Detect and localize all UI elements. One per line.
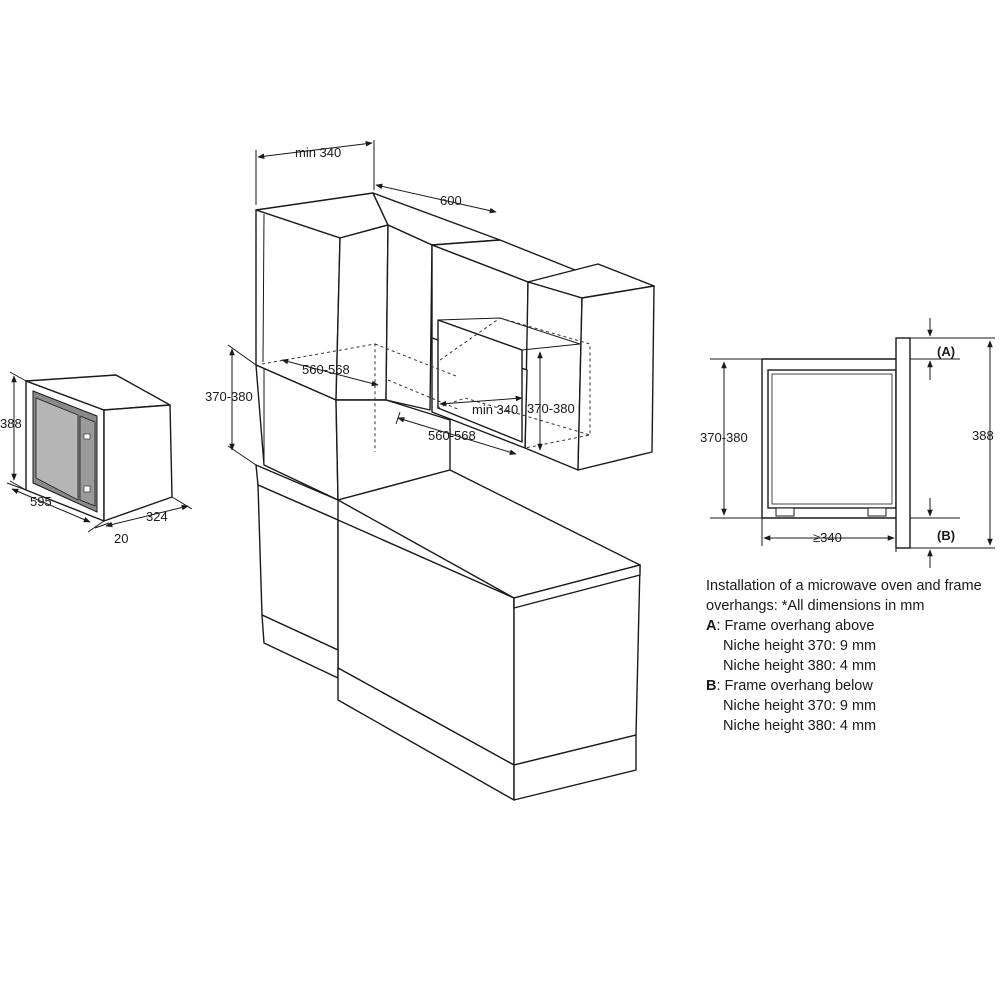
kitchen-cabinet-illustration: min 340 600 370-380 560-568 min 340 370-…	[205, 140, 655, 801]
side-appliance-body	[767, 369, 897, 509]
cabinet-niche-depth-label: min 340	[472, 402, 518, 417]
appliance-depth-label: 324	[146, 509, 168, 524]
cabinet-niche-width-top-label: 560-568	[302, 362, 350, 377]
side-marker-a: (A)	[937, 344, 955, 359]
notes-b-key: B	[706, 678, 717, 694]
appliance-height-label: 388	[0, 416, 22, 431]
notes-a-item1: Niche height 370: 9 mm	[723, 638, 877, 654]
installation-notes: Installation of a microwave oven and fra…	[706, 576, 996, 736]
appliance-width-label: 595	[30, 494, 52, 509]
notes-a-key: A	[706, 618, 717, 634]
cabinet-width-top-label: 600	[440, 193, 462, 208]
notes-b-item2: Niche height 380: 4 mm	[723, 718, 877, 734]
appliance-frame-label: 20	[114, 531, 128, 546]
notes-b-item1: Niche height 370: 9 mm	[723, 698, 877, 714]
cabinet-niche-height-right-label: 370-380	[527, 401, 575, 416]
cabinet-niche-width-bottom-label: 560-568	[428, 428, 476, 443]
side-niche-height-label: 370-380	[700, 430, 748, 445]
side-section-illustration: 370-380 ≥340 388 (A) (B)	[700, 318, 995, 568]
notes-b-heading: B: Frame overhang below	[706, 676, 996, 696]
notes-a-text: : Frame overhang above	[716, 618, 875, 634]
notes-line1: Installation of a microwave oven and fra…	[706, 578, 982, 594]
cabinet-depth-top-label: min 340	[295, 145, 341, 160]
side-depth-label: ≥340	[813, 530, 842, 545]
notes-a-heading: A: Frame overhang above	[706, 616, 996, 636]
cabinet-niche-height-left-label: 370-380	[205, 389, 253, 404]
microwave-control-panel	[79, 415, 96, 507]
notes-line2: overhangs: *All dimensions in mm	[706, 598, 925, 614]
side-front-frame	[895, 337, 911, 549]
side-marker-b: (B)	[937, 528, 955, 543]
notes-b-text: : Frame overhang below	[716, 678, 873, 694]
side-total-height-label: 388	[972, 428, 994, 443]
notes-a-item2: Niche height 380: 4 mm	[723, 658, 877, 674]
microwave-illustration: 388 595 324 20	[0, 371, 193, 546]
